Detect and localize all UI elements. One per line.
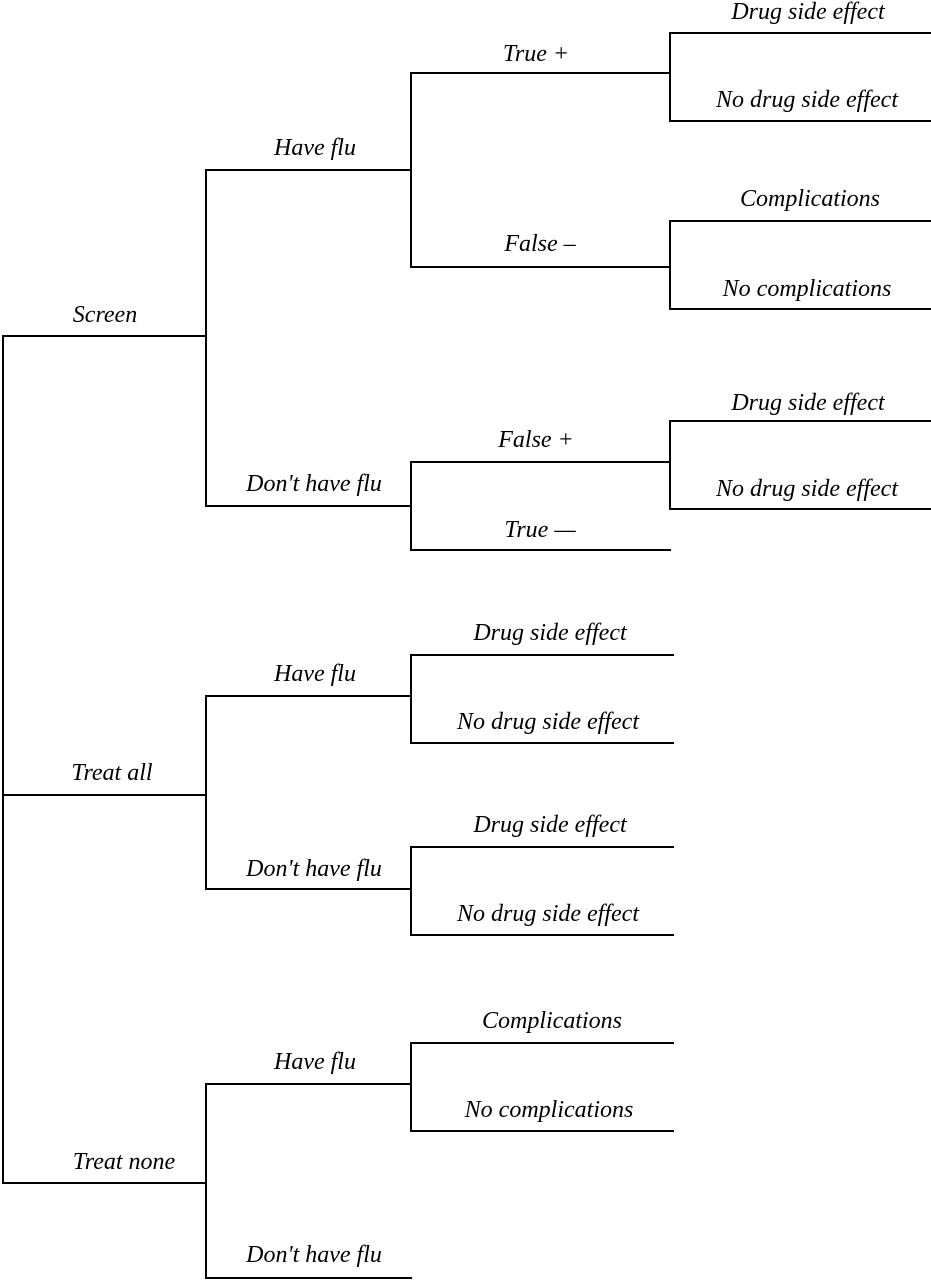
label-fp-no-side-effect: No drug side effect bbox=[715, 476, 899, 502]
label-treat-all: Treat all bbox=[71, 760, 152, 786]
label-tn-hf-complications: Complications bbox=[482, 1008, 622, 1034]
label-fn-complications: Complications bbox=[740, 186, 880, 212]
label-treat-all-no-flu: Don't have flu bbox=[245, 856, 382, 882]
label-true-negative: True — bbox=[504, 517, 576, 543]
label-ta-nf-side-effect: Drug side effect bbox=[472, 812, 628, 838]
label-fp-side-effect: Drug side effect bbox=[730, 390, 886, 416]
label-treat-none-no-flu: Don't have flu bbox=[245, 1242, 382, 1268]
label-tp-no-side-effect: No drug side effect bbox=[715, 87, 899, 113]
label-tp-side-effect: Drug side effect bbox=[730, 0, 886, 25]
label-ta-hf-no-side-effect: No drug side effect bbox=[456, 709, 640, 735]
label-fn-no-complications: No complications bbox=[722, 276, 892, 302]
label-screen-no-flu: Don't have flu bbox=[245, 471, 382, 497]
label-tn-hf-no-complications: No complications bbox=[464, 1097, 634, 1123]
label-screen: Screen bbox=[73, 302, 137, 328]
label-true-positive: True + bbox=[503, 41, 569, 67]
label-false-negative: False – bbox=[503, 231, 576, 257]
label-treat-none: Treat none bbox=[73, 1149, 176, 1175]
label-ta-nf-no-side-effect: No drug side effect bbox=[456, 901, 640, 927]
label-ta-hf-side-effect: Drug side effect bbox=[472, 620, 628, 646]
label-screen-have-flu: Have flu bbox=[273, 135, 356, 161]
label-false-positive: False + bbox=[497, 427, 574, 453]
label-treat-none-have-flu: Have flu bbox=[273, 1049, 356, 1075]
label-treat-all-have-flu: Have flu bbox=[273, 661, 356, 687]
